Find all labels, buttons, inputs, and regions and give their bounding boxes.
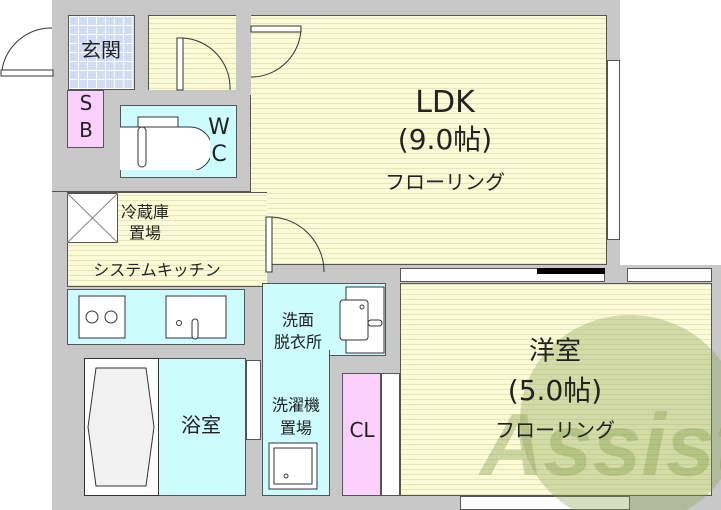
bedroom-window-top (627, 268, 712, 282)
shoebox-label-b: B (79, 118, 93, 142)
shoebox (67, 90, 104, 148)
wc-door[interactable] (175, 35, 235, 105)
bedroom-floor (400, 283, 712, 496)
bedroom-label: 洋室 (528, 336, 582, 367)
closet (342, 373, 381, 496)
entrance-door[interactable] (0, 25, 56, 81)
toilet-icon (120, 116, 210, 170)
closet-label: CL (349, 418, 375, 442)
ldk-label: LDK (415, 85, 475, 120)
stove-sink-icon (78, 295, 227, 340)
bedroom-floor-type: フローリング (495, 418, 615, 442)
bath-label: 浴室 (181, 413, 221, 437)
wc-label-c: C (211, 141, 227, 167)
hall-door[interactable] (248, 22, 308, 82)
washroom-door[interactable] (262, 215, 328, 285)
wc-label-w: W (208, 114, 230, 140)
washroom-label-2: 脱衣所 (273, 332, 323, 352)
ldk-size: (9.0帖) (397, 123, 493, 157)
washbasin-icon (339, 286, 385, 354)
washroom-label-1: 洗面 (281, 310, 315, 330)
fridge-label-2: 置場 (128, 223, 162, 243)
washer-label-2: 置場 (279, 418, 313, 438)
shoebox-label-s: S (79, 91, 93, 115)
genkan-area (68, 15, 135, 90)
fridge-label-1: 冷蔵庫 (120, 202, 170, 222)
svg-text:Assist: Assist (478, 395, 721, 494)
washer-label-1: 洗濯機 (271, 395, 321, 415)
bath-door[interactable] (246, 360, 261, 440)
bedroom-size: (5.0帖) (507, 374, 603, 408)
ldk-window (607, 60, 620, 240)
bathtub-icon (84, 358, 159, 496)
kitchen-label: システムキッチン (93, 260, 221, 280)
assist-watermark-logo: Assist (478, 315, 721, 510)
genkan-label: 玄関 (81, 38, 121, 62)
washer-space-icon (268, 442, 318, 490)
ldk-floor-type: フローリング (385, 170, 505, 194)
fridge-space-icon (67, 193, 118, 243)
closet-door[interactable] (381, 373, 400, 496)
